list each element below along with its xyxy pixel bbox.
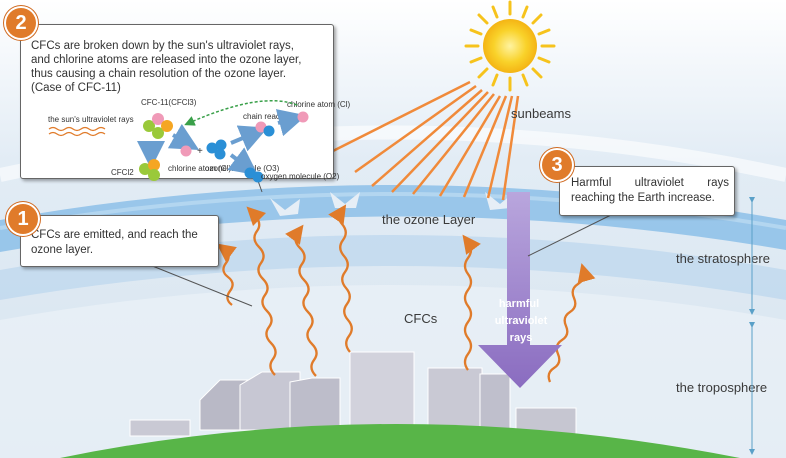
- callout3-number-badge: 3: [542, 150, 572, 180]
- harmful-uv-label-line1: harmful: [499, 298, 539, 310]
- callout3-text: Harmful ultraviolet rays reaching the Ea…: [571, 177, 729, 204]
- cfcs-label: CFCs: [404, 311, 438, 326]
- chlorine-atom-icon: [297, 111, 309, 123]
- callout3-pointer: [527, 212, 616, 257]
- stratosphere-label: the stratosphere: [676, 251, 770, 266]
- ozone-hole: [270, 198, 300, 216]
- earth-ground: [60, 424, 740, 458]
- reaction-arrow: [227, 147, 259, 176]
- oxygen-molecule-label: oxygen molecule (O2): [261, 172, 340, 181]
- reaction-arrow: [230, 125, 268, 152]
- chlorine-atom-icon: [180, 145, 192, 157]
- harmful-uv-label-line2: ultraviolet: [495, 315, 548, 327]
- release-arrow: [275, 109, 307, 137]
- plus-sign: +: [197, 146, 203, 157]
- sunbeams-lines: [324, 80, 520, 201]
- cfc11-label: CFC-11(CFCl3): [141, 98, 197, 107]
- ozone-layer-label: the ozone Layer: [382, 212, 476, 227]
- release-arrow: [167, 123, 200, 150]
- ozone-molecule-icon: [206, 139, 227, 160]
- callout1-number-badge: 1: [8, 204, 38, 234]
- callout2-number-badge: 2: [6, 8, 36, 38]
- cfcl2-molecule-icon: [139, 159, 160, 181]
- harmful-uv-label-line3: rays: [510, 332, 533, 344]
- uv-wave-icon: [48, 126, 106, 132]
- callout2-line1: CFCs are broken down by the sun's ultrav…: [31, 40, 294, 52]
- chlorine-atom-right-label: chlorine atom (Cl): [287, 100, 350, 109]
- ozone-hole: [485, 192, 512, 210]
- chain-reaction-label: chain reaction: [243, 112, 293, 121]
- uv-wave-icon: [48, 131, 106, 137]
- callout2-text: CFCs are broken down by the sun's ultrav…: [31, 39, 327, 95]
- oxygen-molecule-icon: [244, 167, 264, 183]
- chain-reaction-inset: CFC-11(CFCl3) the sun's ultraviolet rays…: [48, 98, 350, 183]
- chain-reaction-loop: [184, 100, 298, 126]
- cfc-arrows: [216, 204, 596, 383]
- callout2-line2: and chlorine atoms are released into the…: [31, 54, 302, 66]
- cfc11-molecule-icon: [143, 113, 173, 139]
- sun-icon: [464, 0, 556, 92]
- city-buildings: [129, 351, 577, 437]
- uv-rays-label: the sun's ultraviolet rays: [48, 115, 134, 124]
- callout3-box: Harmful ultraviolet rays reaching the Ea…: [559, 166, 735, 216]
- ozone-hole: [330, 192, 360, 208]
- callout1-text: CFCs are emitted, and reach the ozone la…: [31, 229, 198, 256]
- harmful-uv-arrow: [478, 192, 562, 388]
- callout2-line4: (Case of CFC-11): [31, 82, 121, 94]
- callout1-pointer: [149, 264, 253, 307]
- callout1-box: CFCs are emitted, and reach the ozone la…: [20, 215, 219, 267]
- chlorine-atom-label: chlorine atom (Cl): [168, 164, 231, 173]
- cfcl2-label: CFCl2: [111, 168, 134, 177]
- callout2-line3: thus causing a chain resolution of the o…: [31, 68, 287, 80]
- callout2-box: CFCs are broken down by the sun's ultrav…: [20, 24, 350, 183]
- sunbeams-label: sunbeams: [511, 106, 571, 121]
- troposphere-label: the troposphere: [676, 380, 767, 395]
- clo-molecule-icon: [255, 121, 275, 137]
